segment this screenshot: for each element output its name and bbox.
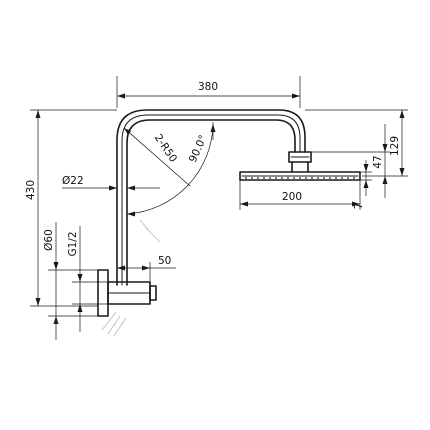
swivel-connector xyxy=(288,151,312,163)
label-47: 47 xyxy=(372,155,384,168)
label-430: 430 xyxy=(25,180,37,200)
nozzle-dot xyxy=(275,177,277,179)
nozzle-dot xyxy=(281,177,283,179)
label-129: 129 xyxy=(389,136,401,156)
nozzle-dot xyxy=(335,177,337,179)
nozzle-dot xyxy=(245,177,247,179)
nozzle-dot xyxy=(329,177,331,179)
nozzle-dot xyxy=(353,177,355,179)
dimension-430: 430 xyxy=(25,109,117,307)
dimension-200: 200 xyxy=(239,180,361,210)
nozzle-dots xyxy=(245,177,355,179)
shower-arm xyxy=(116,109,306,286)
dimension-7: 7 xyxy=(353,160,372,209)
nozzle-dot xyxy=(305,177,307,179)
wall-flange xyxy=(97,269,109,317)
nozzle-dot xyxy=(299,177,301,179)
label-bend-radius: 2-R50 xyxy=(152,132,179,165)
nozzle-dot xyxy=(269,177,271,179)
dimension-50: 50 xyxy=(116,255,176,282)
label-7: 7 xyxy=(353,203,365,210)
nozzle-dot xyxy=(317,177,319,179)
arm-centre-stroke xyxy=(121,114,301,286)
nozzle-dot xyxy=(323,177,325,179)
shower-head xyxy=(239,151,361,181)
nozzle-dot xyxy=(311,177,313,179)
dimension-47: 47 xyxy=(311,124,390,198)
shading-stroke-1 xyxy=(101,311,127,337)
nozzle-dot xyxy=(257,177,259,179)
dimension-d60: Ø60 xyxy=(43,222,98,340)
nozzle-dot xyxy=(293,177,295,179)
label-g12: G1/2 xyxy=(67,231,79,256)
dimension-d22: Ø22 xyxy=(62,175,160,191)
label-50: 50 xyxy=(158,255,171,267)
head-neck xyxy=(291,161,309,173)
nozzle-dot xyxy=(287,177,289,179)
dimension-129: 129 xyxy=(305,109,408,177)
riser-inner-wall xyxy=(126,119,296,286)
dimension-g12: G1/2 xyxy=(67,226,108,332)
wall-base xyxy=(97,269,157,337)
riser-outer-wall xyxy=(116,109,306,286)
label-d60: Ø60 xyxy=(43,229,55,251)
nozzle-dot xyxy=(341,177,343,179)
label-angle: 90.0° xyxy=(187,133,210,164)
dimension-380: 380 xyxy=(116,76,301,108)
label-200: 200 xyxy=(282,191,302,203)
nozzle-dot xyxy=(251,177,253,179)
nozzle-dot xyxy=(263,177,265,179)
nozzle-dot xyxy=(347,177,349,179)
spray-hint xyxy=(139,219,161,243)
label-d22: Ø22 xyxy=(62,175,84,187)
head-plate xyxy=(239,171,361,181)
inlet-stub xyxy=(149,285,157,301)
dimension-bend: 2-R50 90.0° xyxy=(123,122,216,217)
label-380: 380 xyxy=(198,81,218,93)
